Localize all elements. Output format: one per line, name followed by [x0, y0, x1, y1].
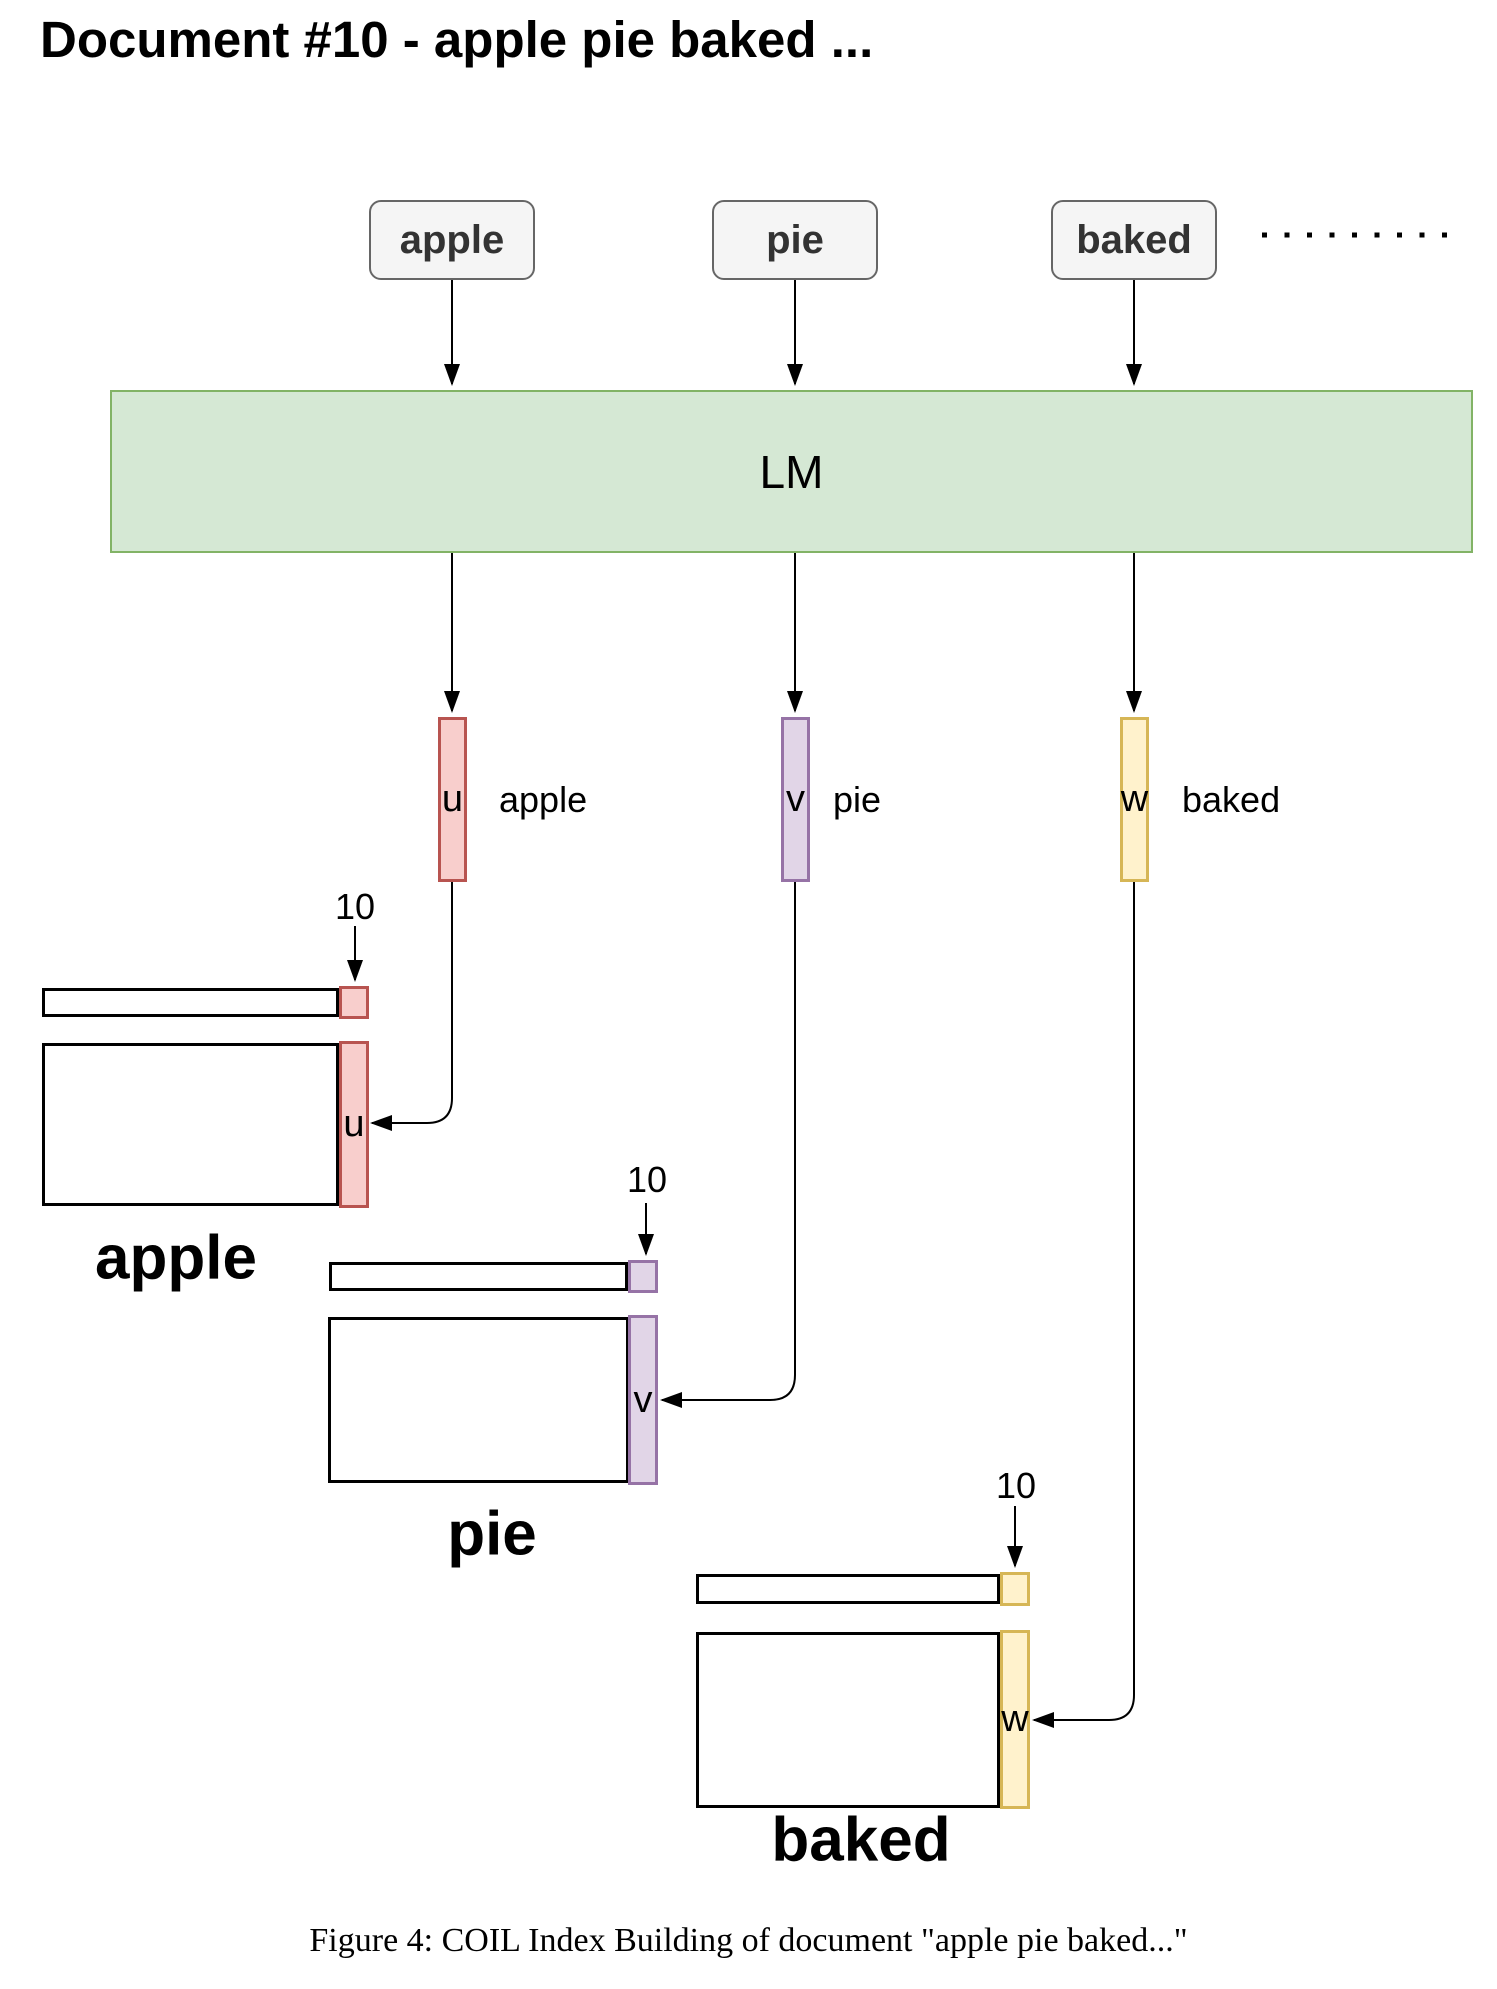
vector-matrix-apple — [42, 1043, 339, 1206]
docid-cell-baked — [1000, 1572, 1030, 1606]
page-title: Document #10 - apple pie baked ... — [40, 11, 874, 68]
docid-row-pie — [329, 1262, 628, 1291]
index-column-pie: v — [628, 1315, 658, 1485]
vector-bar-apple: u — [438, 717, 467, 882]
connector-vector-baked-to-index — [1032, 882, 1135, 1728]
index-term-apple: apple — [95, 1223, 257, 1293]
docid-row-baked — [696, 1574, 1000, 1604]
connector-vector-pie-to-index — [660, 882, 796, 1408]
figure-caption: Figure 4: COIL Index Building of documen… — [309, 1922, 1188, 1959]
docid-cell-apple — [339, 986, 369, 1019]
index-column-letter-w: w — [1001, 1698, 1029, 1740]
lm-box: LM — [110, 390, 1473, 553]
vector-matrix-baked — [696, 1632, 1000, 1808]
vector-letter-v: v — [786, 778, 805, 820]
vector-label-baked: baked — [1182, 779, 1281, 820]
vector-letter-w: w — [1120, 778, 1149, 820]
vector-bar-baked: w — [1120, 717, 1149, 882]
token-box-pie: pie — [712, 200, 878, 280]
vector-letter-u: u — [441, 778, 464, 820]
vector-bar-pie: v — [781, 717, 810, 882]
token-box-baked: baked — [1051, 200, 1217, 280]
index-column-letter-u: u — [343, 1103, 365, 1145]
docid-baked: 10 — [995, 1465, 1037, 1506]
index-term-baked: baked — [771, 1805, 951, 1875]
vector-matrix-pie — [328, 1317, 629, 1483]
vector-label-apple: apple — [499, 779, 588, 820]
docid-cell-pie — [628, 1260, 658, 1293]
connector-vector-apple-to-index — [370, 882, 453, 1131]
index-term-pie: pie — [447, 1499, 537, 1569]
vector-label-pie: pie — [833, 779, 882, 820]
token-box-apple: apple — [369, 200, 535, 280]
docid-pie: 10 — [626, 1159, 668, 1200]
index-column-apple: u — [339, 1041, 369, 1208]
index-column-baked: w — [1000, 1630, 1030, 1809]
docid-apple: 10 — [334, 886, 376, 927]
docid-row-apple — [42, 988, 339, 1017]
index-column-letter-v: v — [633, 1378, 653, 1421]
